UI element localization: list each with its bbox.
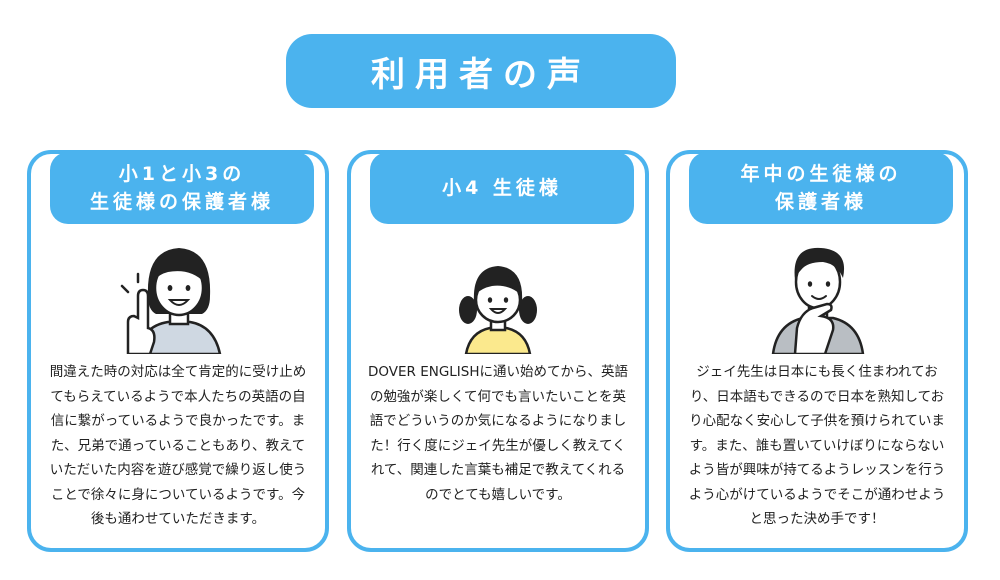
card-header-3: 年中の生徒様の 保護者様 [689,152,953,224]
woman-pointing-icon [31,238,325,354]
testimonial-text-1: 間違えた時の対応は全て肯定的に受け止めてもらえているようで本人たちの英語の自信に… [49,364,307,527]
testimonial-card-1: 小1と小3の 生徒様の保護者様 間違えた時の対応は全て肯定的に受け止め [27,150,329,552]
testimonial-text-2: DOVER ENGLISHに通い始めてから、英語の勉強が楽しくて何でも言いたいこ… [367,364,629,503]
card-header-2: 小4 生徒様 [370,152,634,224]
section-title: 利用者の声 [286,34,676,108]
testimonial-card-2: 小4 生徒様 DOVER ENGLISHに通い始めてから、英語の勉強が楽しくて何… [347,150,649,552]
testimonial-card-3: 年中の生徒様の 保護者様 ジェイ先生は日本にも長く住まわれており、日本語もできる… [666,150,968,552]
card-header-1: 小1と小3の 生徒様の保護者様 [50,152,314,224]
girl-pigtails-icon [351,238,645,354]
testimonial-text-3: ジェイ先生は日本にも長く住まわれており、日本語もできるので日本を熟知しており心配… [688,364,946,527]
man-thinking-icon [670,238,964,354]
